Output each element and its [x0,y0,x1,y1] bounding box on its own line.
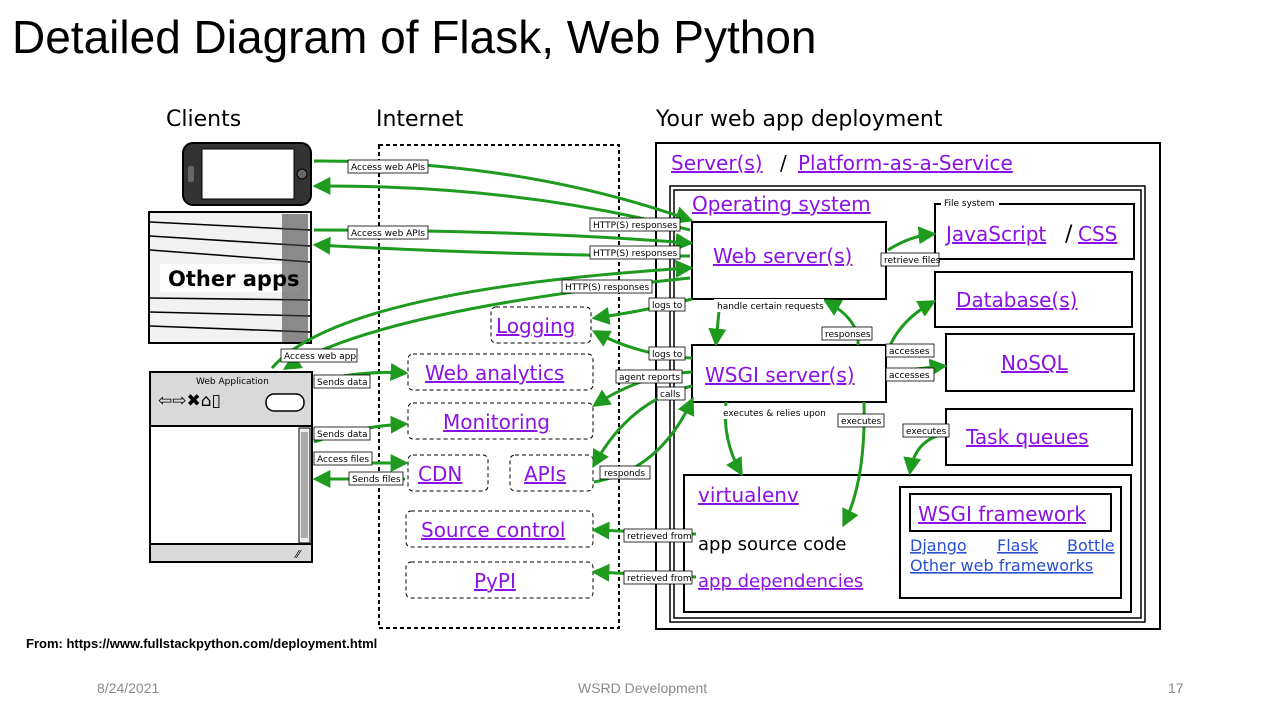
task-queues-box [945,408,1133,466]
label-http-responses-1: HTTP(S) responses [593,221,678,231]
database-box [934,271,1133,328]
arrow-taskqueue-to-virtualenv [903,432,945,476]
arrow-webserver-to-js [887,226,937,252]
logging-link[interactable]: Logging [496,314,575,338]
server-inner-box [669,185,1146,623]
bottle-link[interactable]: Bottle [1067,536,1115,555]
footer-date: 8/24/2021 [97,680,160,696]
label-access-web-apis-1: Access web APIs [351,163,425,173]
virtualenv-link[interactable]: virtualenv [698,483,799,507]
label-http-responses-3: HTTP(S) responses [565,283,650,293]
monitoring-link[interactable]: Monitoring [443,410,550,434]
arrow-wsgi-to-webserver [822,299,860,346]
header-internet: Internet [376,107,464,132]
header-deployment: Your web app deployment [655,107,943,132]
internet-boundary [378,144,620,629]
databases-link[interactable]: Database(s) [956,288,1077,312]
arrow-webapp-to-webserver [270,259,694,369]
web-application-title: Web Application [196,377,269,387]
task-queues-link[interactable]: Task queues [965,425,1089,449]
label-responses: responses [825,330,871,340]
label-retrieved-from-2: retrieved from [627,574,692,584]
javascript-link[interactable]: JavaScript [944,222,1046,246]
paas-link[interactable]: Platform-as-a-Service [798,151,1013,175]
label-http-responses-2: HTTP(S) responses [593,249,678,259]
other-apps-label: Other apps [168,267,300,291]
js-css-separator: / [1065,222,1073,247]
cdn-link[interactable]: CDN [418,462,462,486]
label-logs-to-1: logs to [652,301,683,311]
deployment-outer-box [655,142,1161,630]
label-accesses-1: accesses [889,347,930,357]
file-system-box [934,203,1135,260]
label-retrieve-files: retrieve files [884,256,941,266]
nosql-link[interactable]: NoSQL [1001,351,1069,375]
wsgi-framework-title-box [909,493,1112,532]
phone-icon [182,142,312,206]
label-access-web-apis-2: Access web APIs [351,229,425,239]
label-accesses-2: accesses [889,371,930,381]
label-handle-certain-requests: handle certain requests [717,302,824,312]
apis-link[interactable]: APIs [524,462,566,486]
slide-title: Detailed Diagram of Flask, Web Python [12,11,817,63]
header-clients: Clients [166,107,241,132]
label-calls: calls [660,390,680,400]
label-sends-data-1: Sends data [317,378,368,388]
servers-paas-separator: / [780,151,787,175]
app-source-code-label: app source code [698,534,847,555]
label-logs-to-2: logs to [652,350,683,360]
app-dependencies-link[interactable]: app dependencies [698,571,863,592]
label-executes-relies: executes & relies upon [723,409,826,419]
os-box [673,189,1142,619]
other-apps-image: Other apps [148,211,312,344]
operating-system-link[interactable]: Operating system [692,192,871,216]
label-executes-2: executes [906,427,947,437]
flask-link[interactable]: Flask [997,536,1039,555]
source-citation: From: https://www.fullstackpython.com/de… [26,636,378,651]
label-retrieved-from-1: retrieved from [627,532,692,542]
edge-labels: Access web APIs HTTP(S) responses Access… [280,159,950,585]
wsgi-framework-link[interactable]: WSGI framework [918,502,1086,526]
arrow-wsgi-to-database [886,300,937,351]
file-system-label: File system [944,199,994,209]
label-sends-files: Sends files [352,475,401,485]
other-frameworks-link[interactable]: Other web frameworks [910,556,1093,575]
servers-link[interactable]: Server(s) [671,151,763,175]
label-agent-reports: agent reports [619,373,680,383]
css-link[interactable]: CSS [1078,222,1117,246]
web-analytics-link[interactable]: Web analytics [425,361,564,385]
wsgi-servers-link[interactable]: WSGI server(s) [705,363,855,387]
label-sends-data-2: Sends data [317,430,368,440]
label-responds: responds [604,469,645,479]
page-number: 17 [1168,680,1184,696]
browser-nav-icons: ⇦⇨✖⌂▯ [158,391,221,411]
footer-center: WSRD Development [578,680,708,696]
web-application-window: Web Application ⇦⇨✖⌂▯ ⁄⁄ [149,371,313,563]
svg-text:⁄⁄: ⁄⁄ [293,548,302,561]
label-executes-1: executes [841,417,882,427]
label-access-web-app: Access web app [284,352,356,362]
source-control-link[interactable]: Source control [421,518,565,542]
pypi-link[interactable]: PyPI [474,569,516,593]
web-servers-link[interactable]: Web server(s) [713,244,852,268]
django-link[interactable]: Django [910,536,967,555]
label-access-files: Access files [317,455,369,465]
